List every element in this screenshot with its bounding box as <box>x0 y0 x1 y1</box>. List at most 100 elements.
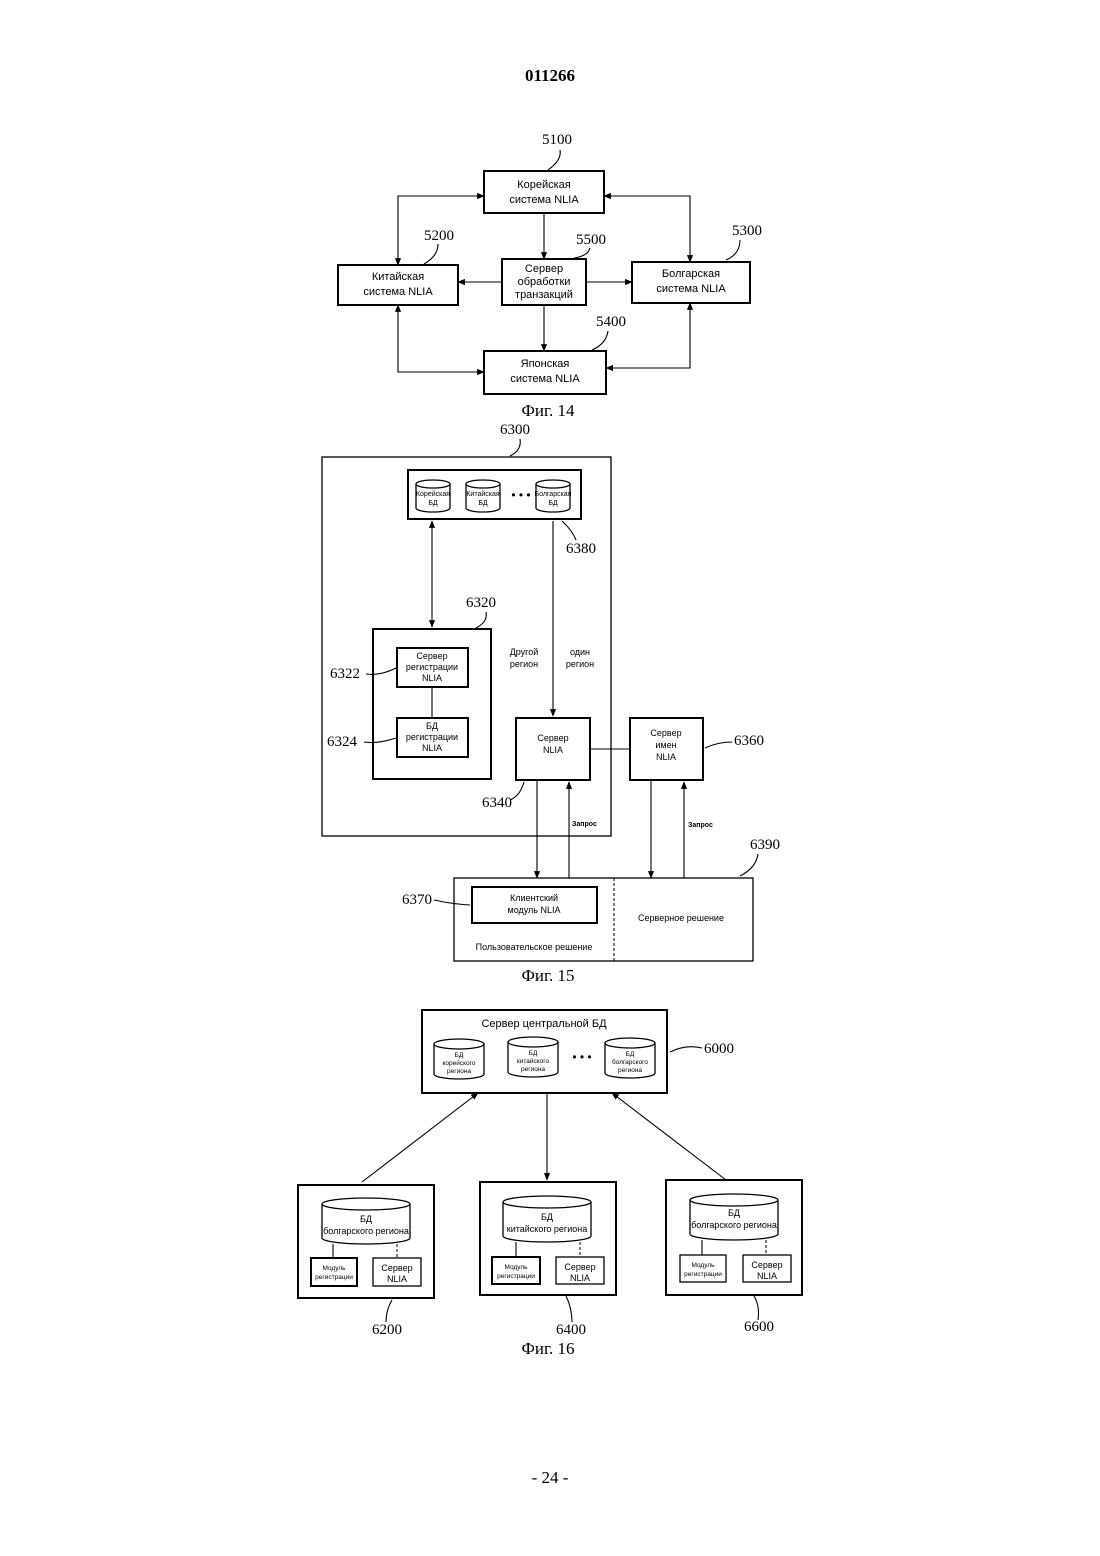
bulgarian-nlia-label-1: Болгарская <box>662 268 720 280</box>
region3-module-label-2: регистрации <box>684 1271 722 1278</box>
transaction-server-label-1: Сервер <box>525 263 563 275</box>
figure-15: 6300 Корейская БД Китайская БД • • • Бол… <box>322 422 780 985</box>
region1-db-label-1: БД <box>360 1214 372 1224</box>
central-db1-label-1: БД <box>455 1052 464 1059</box>
ref-6000: 6000 <box>704 1041 734 1057</box>
chinese-db-label-2: БД <box>478 500 488 507</box>
db-ellipsis: • • • <box>511 488 530 502</box>
ref-5400: 5400 <box>596 314 626 330</box>
ref-6322: 6322 <box>330 666 360 682</box>
korean-nlia-box: Корейская система NLIA <box>484 171 604 213</box>
region1-server-label-2: NLIA <box>387 1274 407 1284</box>
korean-nlia-label-2: система NLIA <box>509 194 579 206</box>
bulgarian-db-label-2: БД <box>548 500 558 507</box>
bulgarian-nlia-box: Болгарская система NLIA <box>632 262 750 303</box>
client-module-label-2: модуль NLIA <box>508 905 561 915</box>
name-server-box: Сервер имен NLIA <box>630 718 703 780</box>
request-label-2: Запрос <box>688 822 713 829</box>
central-db3-label-1: БД <box>626 1051 635 1058</box>
korean-db-label-2: БД <box>428 500 438 507</box>
central-db-server-box: Сервер центральной БД БД корейского реги… <box>422 1010 667 1093</box>
figure-14: Корейская система NLIA 5100 Китайская си… <box>338 132 762 420</box>
region3-db-label-1: БД <box>728 1208 740 1218</box>
ref-5300: 5300 <box>732 223 762 239</box>
ref-6380: 6380 <box>566 541 596 557</box>
user-solution-label: Пользовательское решение <box>476 942 593 952</box>
central-db2-label-2: китайского <box>517 1057 550 1065</box>
reg-server-label-2: регистрации <box>406 662 458 672</box>
korean-nlia-label-1: Корейская <box>517 179 571 191</box>
region3-server-label-1: Сервер <box>751 1260 782 1270</box>
korean-db-label-1: Корейская <box>416 490 450 498</box>
request-label-1: Запрос <box>572 821 597 828</box>
reg-server-label-3: NLIA <box>422 673 442 683</box>
transaction-server-box: Сервер обработки транзакций <box>502 259 586 305</box>
region1-module-label-1: Модуль <box>322 1265 346 1272</box>
region2-db-label-1: БД <box>541 1212 553 1222</box>
region3-db-label-2: болгарского региона <box>691 1220 777 1230</box>
reg-db-label-3: NLIA <box>422 743 442 753</box>
central-db3-label-2: болгарского <box>612 1058 648 1066</box>
region3-server-label-2: NLIA <box>757 1271 777 1281</box>
name-server-label-3: NLIA <box>656 752 676 762</box>
chinese-db-label-1: Китайская <box>466 490 500 498</box>
bulgarian-db-cylinder: Болгарская БД <box>534 480 571 512</box>
ref-5200: 5200 <box>424 228 454 244</box>
region2-server-label-2: NLIA <box>570 1273 590 1283</box>
central-db2-label-1: БД <box>529 1050 538 1057</box>
central-db3-label-3: региона <box>618 1067 642 1074</box>
central-db1-label-3: региона <box>447 1068 471 1075</box>
ref-6600: 6600 <box>744 1319 774 1335</box>
central-db2-label-3: региона <box>521 1066 545 1073</box>
region2-module-label-1: Модуль <box>504 1264 528 1271</box>
korean-db-cylinder: Корейская БД <box>416 480 450 512</box>
reg-db-label-1: БД <box>426 721 438 731</box>
central-db1-label-2: корейского <box>442 1059 475 1067</box>
fig15-caption: Фиг. 15 <box>521 966 574 985</box>
transaction-server-label-3: транзакций <box>515 289 573 301</box>
name-server-label-1: Сервер <box>650 728 681 738</box>
central-db-ellipsis: • • • <box>572 1050 591 1064</box>
name-server-label-2: имен <box>655 740 676 750</box>
solution-box: Клиентский модуль NLIA Пользовательское … <box>454 878 753 961</box>
region2-server-label-1: Сервер <box>564 1262 595 1272</box>
reg-db-label-2: регистрации <box>406 732 458 742</box>
region2-module-label-2: регистрации <box>497 1273 535 1280</box>
central-db2-cylinder: БД китайского региона <box>508 1037 558 1077</box>
central-db3-cylinder: БД болгарского региона <box>605 1038 655 1078</box>
region-6200-box: БД болгарского региона Модуль регистраци… <box>298 1185 434 1298</box>
ref-5100: 5100 <box>542 132 572 148</box>
reg-server-box: Сервер регистрации NLIA <box>397 648 468 687</box>
japanese-nlia-label-1: Японская <box>521 358 570 370</box>
one-region-label-2: регион <box>566 659 594 669</box>
japanese-nlia-box: Японская система NLIA <box>484 351 606 394</box>
page-footer: - 24 - <box>0 1468 1100 1488</box>
one-region-label-1: один <box>570 647 590 657</box>
region1-server-label-1: Сервер <box>381 1263 412 1273</box>
ref-6400: 6400 <box>556 1322 586 1338</box>
figure-16: Сервер центральной БД БД корейского реги… <box>298 1010 802 1358</box>
ref-6320: 6320 <box>466 595 496 611</box>
reg-server-label-1: Сервер <box>416 651 447 661</box>
japanese-nlia-label-2: система NLIA <box>510 373 580 385</box>
chinese-db-cylinder: Китайская БД <box>466 480 500 512</box>
central-db-title: Сервер центральной БД <box>481 1018 607 1030</box>
chinese-nlia-box: Китайская система NLIA <box>338 265 458 305</box>
fig16-caption: Фиг. 16 <box>521 1339 574 1358</box>
db-group-box: Корейская БД Китайская БД • • • Болгарск… <box>408 470 581 519</box>
reg-db-box: БД регистрации NLIA <box>397 718 468 757</box>
region2-db-label-2: китайского региона <box>507 1224 587 1234</box>
transaction-server-label-2: обработки <box>518 276 571 288</box>
other-region-label-2: регион <box>510 659 538 669</box>
bulgarian-nlia-label-2: система NLIA <box>656 283 726 295</box>
ref-5500: 5500 <box>576 232 606 248</box>
ref-6324: 6324 <box>327 734 358 750</box>
ref-6200: 6200 <box>372 1322 402 1338</box>
ref-6300: 6300 <box>500 422 530 438</box>
region3-module-label-1: Модуль <box>691 1262 715 1269</box>
ref-6360: 6360 <box>734 733 764 749</box>
nlia-server-label-1: Сервер <box>537 733 568 743</box>
ref-6370: 6370 <box>402 892 432 908</box>
ref-6340: 6340 <box>482 795 512 811</box>
